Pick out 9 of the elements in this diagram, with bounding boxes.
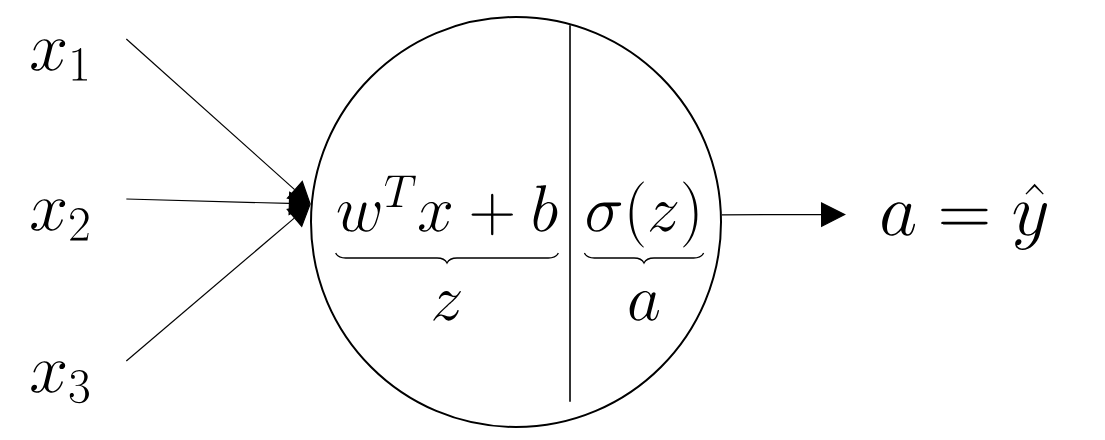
input-label: $x_3$ <box>31 361 89 404</box>
formula: $\sigma(z)$ <box>587 181 698 248</box>
formula: $w^{T}x+b$ <box>337 175 558 236</box>
brace-label: $z$ <box>433 290 461 321</box>
input-label: $x_1$ <box>31 39 87 81</box>
output-label: $a=\hat{y}$ <box>882 183 1047 251</box>
brace-label: $a$ <box>629 290 660 321</box>
arrow <box>125 204 311 362</box>
input-label: $x_2$ <box>31 199 89 241</box>
